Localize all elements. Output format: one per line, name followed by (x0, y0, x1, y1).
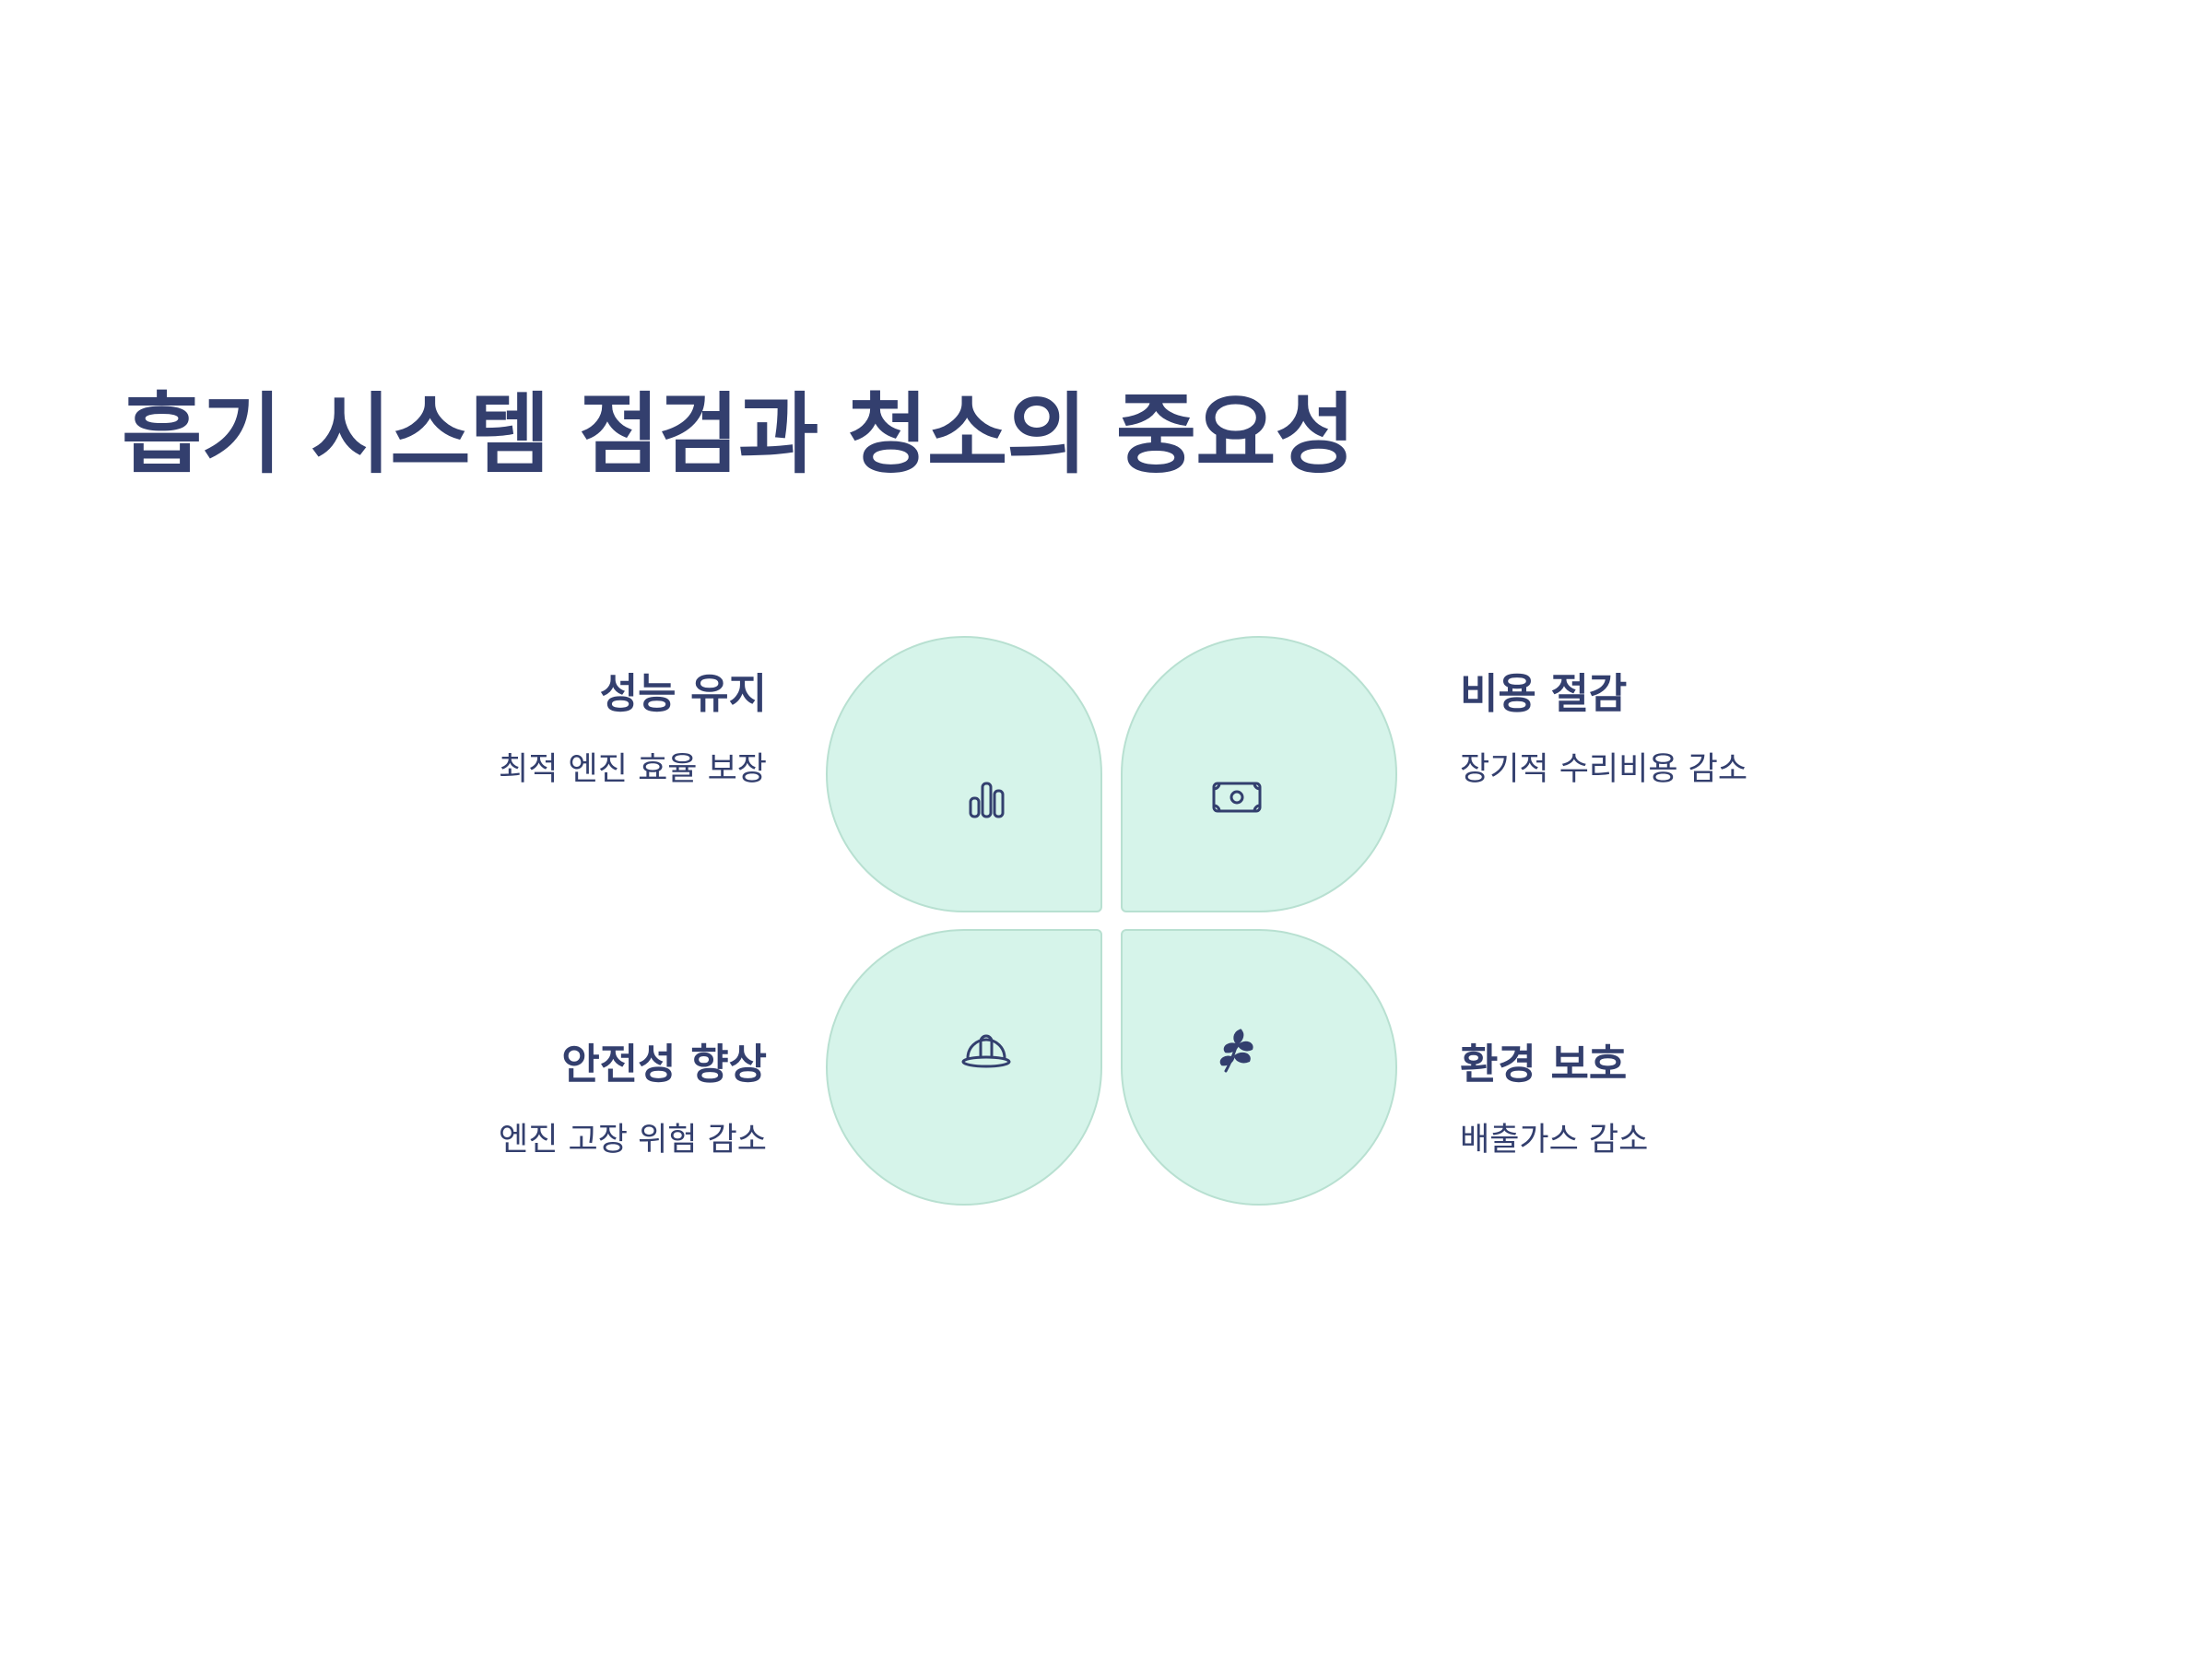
petal-environment (1121, 929, 1397, 1206)
page-title: 흡기 시스템 점검과 청소의 중요성 (122, 384, 1356, 486)
item-title-cost: 비용 절감 (1460, 669, 1628, 718)
petal-safety (826, 929, 1102, 1206)
petal-cost (1121, 636, 1397, 912)
item-desc-cost: 장기적 수리비용 감소 (1460, 751, 1748, 788)
bar-chart-icon (959, 771, 1014, 826)
petal-performance (826, 636, 1102, 912)
item-desc-safety: 엔진 고장 위험 감소 (499, 1122, 767, 1159)
item-desc-environment: 배출가스 감소 (1460, 1122, 1649, 1159)
item-title-performance: 성능 유지 (599, 669, 767, 718)
item-title-safety: 안전성 향상 (561, 1040, 767, 1088)
item-title-environment: 환경 보호 (1460, 1040, 1628, 1088)
money-bill-icon (1209, 769, 1265, 824)
hard-hat-icon (959, 1023, 1014, 1078)
leaf-sprig-icon (1209, 1023, 1265, 1078)
item-desc-performance: 최적 엔진 효율 보장 (499, 751, 767, 788)
